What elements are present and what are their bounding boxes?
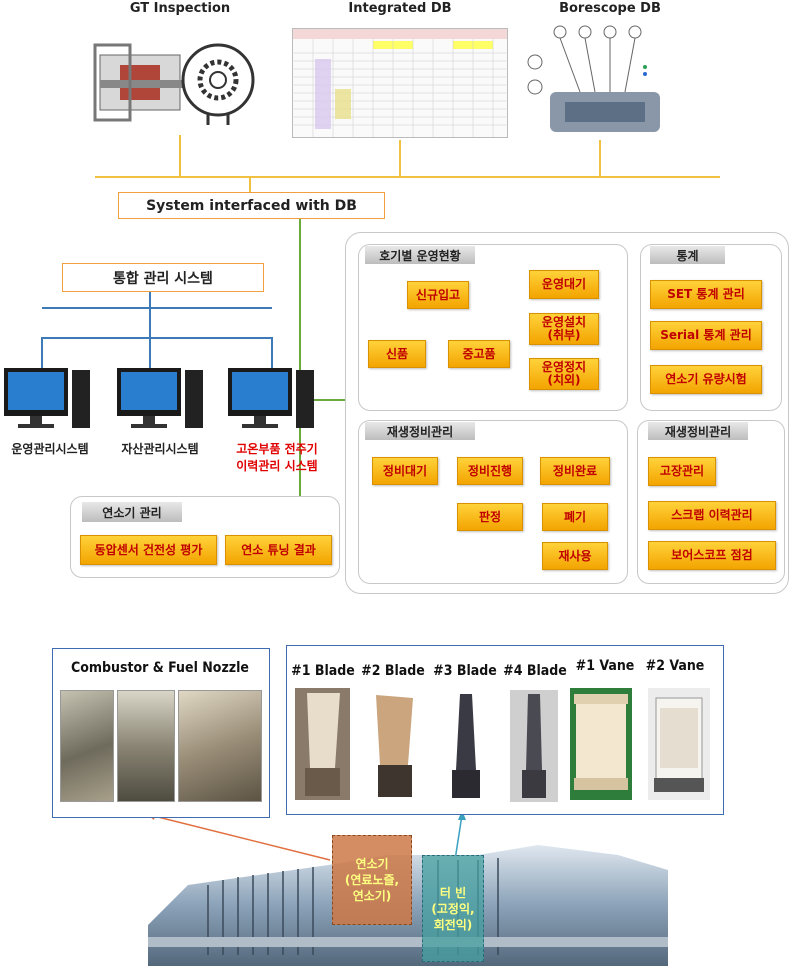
combustor-highlight-label: 연소기 (연료노즐, 연소기) xyxy=(332,835,412,925)
vane-label: #1 Vane xyxy=(575,658,635,674)
serial-stats-button[interactable]: Serial 통계 관리 xyxy=(650,321,762,350)
failure-management-button[interactable]: 고장관리 xyxy=(648,457,716,486)
operation-stopped-button[interactable]: 운영정지 (치외) xyxy=(529,358,599,390)
turbine-highlight-label: 터 빈 (고정익, 회전익) xyxy=(422,855,484,962)
integrated-db-table-image xyxy=(292,28,508,138)
repair-panel-title: 재생정비관리 xyxy=(365,422,475,440)
blade-photo xyxy=(442,690,490,802)
borescope-inspection-button[interactable]: 보어스코프 점검 xyxy=(648,541,776,570)
used-part-button[interactable]: 중고품 xyxy=(448,340,510,368)
blade-label: #4 Blade xyxy=(503,663,567,679)
blade-label: #3 Blade xyxy=(433,663,497,679)
blade-photo xyxy=(295,688,350,800)
computer-icon xyxy=(117,368,205,432)
computer-label-highlight: 고온부품 전주기 이력관리 시스템 xyxy=(236,442,318,473)
borescope-diagram-image xyxy=(520,22,680,140)
engine-cutaway-icon xyxy=(93,43,195,122)
stats-panel-title: 통계 xyxy=(650,246,725,264)
computer-icon xyxy=(228,368,316,432)
scrap-history-button[interactable]: 스크랩 이력관리 xyxy=(648,501,776,530)
repair-panel-2-title: 재생정비관리 xyxy=(648,422,748,440)
integrated-db-title: Integrated DB xyxy=(348,1,452,16)
computer-label: 운영관리시스템 xyxy=(11,442,89,456)
interface-label: System interfaced with DB xyxy=(118,192,385,219)
vane-label: #2 Vane xyxy=(645,658,705,674)
blade-label: #2 Blade xyxy=(361,663,425,679)
repair-progress-button[interactable]: 정비진행 xyxy=(457,457,523,485)
integrated-system-label: 통합 관리 시스템 xyxy=(62,263,264,292)
combustor-photo xyxy=(60,690,114,802)
combustor-photo xyxy=(178,690,262,802)
gt-inspection-title: GT Inspection xyxy=(129,1,231,16)
combustion-tuning-button[interactable]: 연소 튜닝 결과 xyxy=(225,535,332,565)
judge-button[interactable]: 판정 xyxy=(457,503,523,531)
combustor-photo-title: Combustor & Fuel Nozzle xyxy=(71,660,249,676)
combustor-photo xyxy=(117,690,175,802)
set-stats-button[interactable]: SET 통계 관리 xyxy=(650,280,762,309)
reuse-button[interactable]: 재사용 xyxy=(542,542,608,570)
operation-standby-button[interactable]: 운영대기 xyxy=(529,270,599,299)
new-part-button[interactable]: 신품 xyxy=(368,340,426,368)
computer-icon xyxy=(4,368,92,432)
borescope-db-title: Borescope DB xyxy=(559,1,661,16)
vane-photo xyxy=(570,688,632,800)
discard-button[interactable]: 폐기 xyxy=(542,503,608,531)
repair-done-button[interactable]: 정비완료 xyxy=(540,457,610,485)
repair-wait-button[interactable]: 정비대기 xyxy=(372,457,438,485)
gt-inspection-illustration xyxy=(90,25,260,130)
combustor-flow-test-button[interactable]: 연소기 유량시험 xyxy=(650,365,762,394)
operation-installed-button[interactable]: 운영설치 (취부) xyxy=(529,313,599,345)
operation-panel-title: 호기별 운영현황 xyxy=(365,246,475,264)
blade-label: #1 Blade xyxy=(291,663,355,679)
blade-photo xyxy=(510,690,558,802)
gear-disk-icon xyxy=(181,43,255,125)
computer-label: 자산관리시스템 xyxy=(121,442,199,456)
new-intake-button[interactable]: 신규입고 xyxy=(407,281,469,309)
vane-photo xyxy=(648,688,710,800)
combustor-panel-title: 연소기 관리 xyxy=(82,502,182,522)
blade-photo xyxy=(368,690,421,802)
pressure-sensor-button[interactable]: 동압센서 건전성 평가 xyxy=(80,535,217,565)
